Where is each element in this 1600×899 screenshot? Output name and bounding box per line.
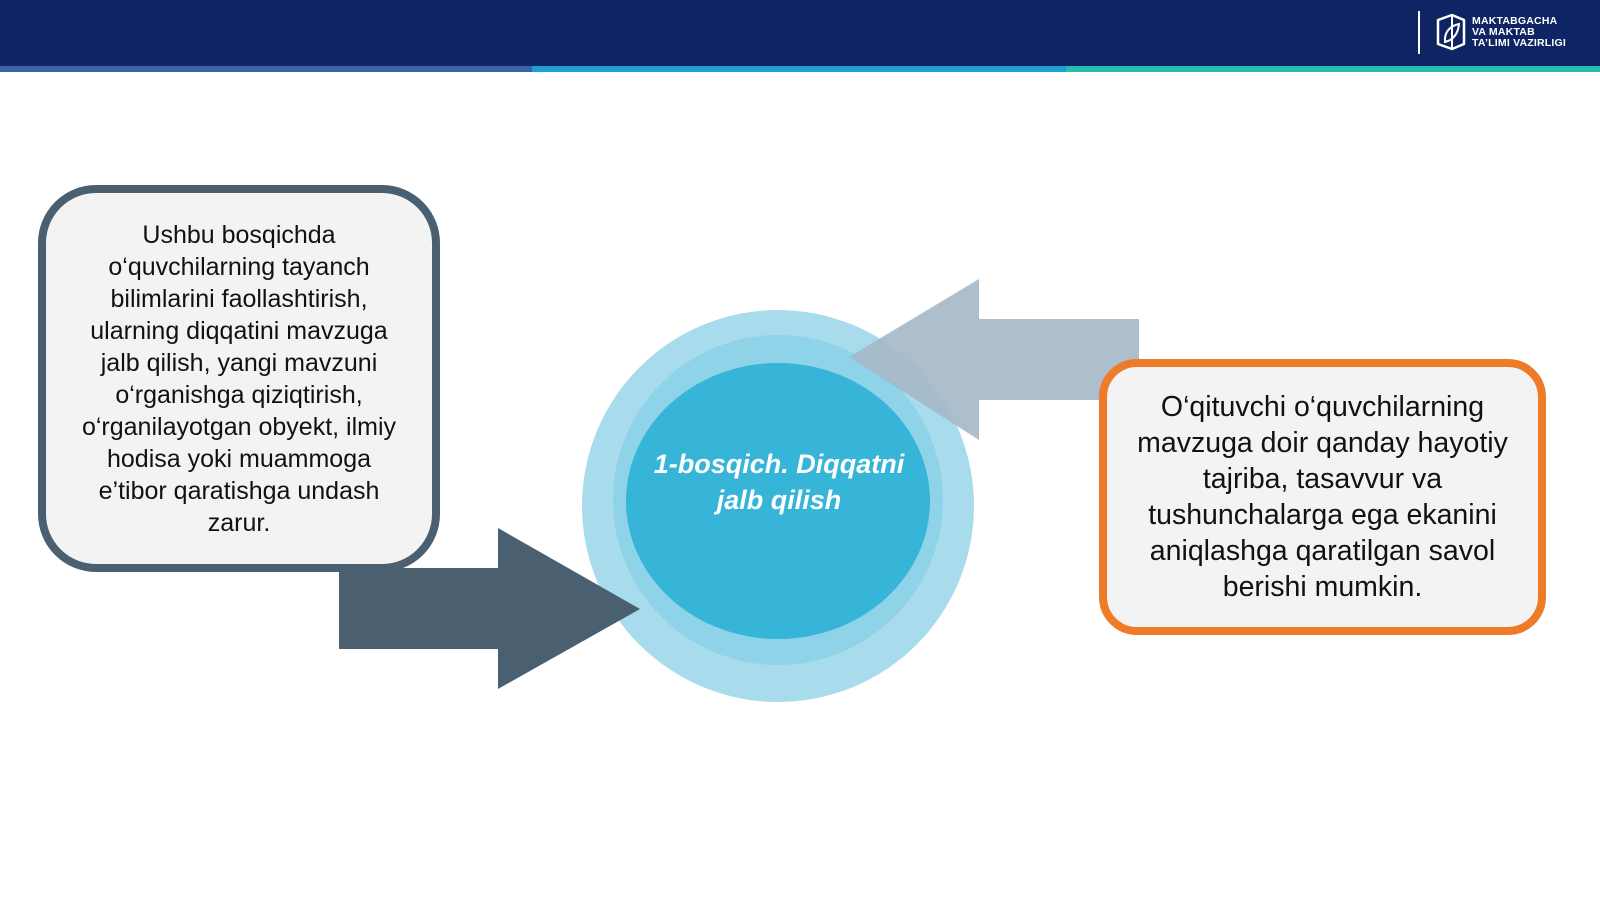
center-stage-title: 1-bosqich. Diqqatni jalb qilish [653, 449, 905, 515]
arrow-left-pointing [849, 279, 1139, 440]
header-stripe [532, 66, 1066, 72]
right-info-box: O‘qituvchi o‘quvchilarning mavzuga doir … [1099, 359, 1546, 635]
arrow-right-pointing [339, 528, 640, 689]
header-stripe [0, 66, 532, 72]
left-info-box: Ushbu bosqichda o‘quvchilarning tayanch … [38, 185, 440, 572]
logo-line: MAKTABGACHA [1472, 15, 1558, 27]
logo-divider [1418, 11, 1420, 54]
book-leaf-icon [1436, 13, 1466, 51]
logo-line: VA MAKTAB [1472, 26, 1535, 38]
header-bar [0, 0, 1600, 66]
logo-line: TA’LIMI VAZIRLIGI [1472, 37, 1567, 49]
center-circle-inner [626, 363, 930, 639]
header-stripe [1066, 66, 1600, 72]
ministry-logo-text: MAKTABGACHA VA MAKTAB TA’LIMI VAZIRLIGI [1472, 16, 1566, 49]
right-info-text: O‘qituvchi o‘quvchilarning mavzuga doir … [1137, 391, 1508, 603]
left-info-text: Ushbu bosqichda o‘quvchilarning tayanch … [81, 220, 397, 537]
